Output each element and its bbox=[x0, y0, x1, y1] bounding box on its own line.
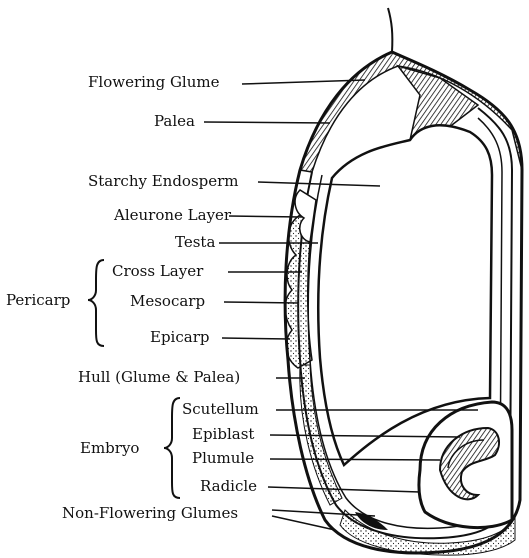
group-label-pericarp: Pericarp bbox=[6, 293, 70, 308]
label-aleurone-layer: Aleurone Layer bbox=[114, 208, 231, 223]
label-hull: Hull (Glume & Palea) bbox=[78, 370, 240, 385]
label-palea: Palea bbox=[154, 114, 195, 129]
label-mesocarp: Mesocarp bbox=[130, 294, 205, 309]
label-starchy-endosperm: Starchy Endosperm bbox=[88, 174, 239, 189]
label-non-flowering-glumes: Non-Flowering Glumes bbox=[62, 506, 238, 521]
label-testa: Testa bbox=[175, 235, 215, 250]
leader-aleurone bbox=[229, 216, 302, 217]
label-scutellum: Scutellum bbox=[182, 402, 259, 417]
awn bbox=[388, 8, 392, 52]
label-radicle: Radicle bbox=[200, 479, 257, 494]
leader-mesocarp bbox=[224, 302, 298, 303]
label-plumule: Plumule bbox=[192, 451, 254, 466]
label-cross-layer: Cross Layer bbox=[112, 264, 203, 279]
label-epiblast: Epiblast bbox=[192, 427, 254, 442]
label-flowering-glume: Flowering Glume bbox=[88, 75, 220, 90]
label-epicarp: Epicarp bbox=[150, 330, 209, 345]
leader-palea bbox=[204, 122, 330, 123]
pericarp-brace bbox=[88, 260, 104, 346]
group-label-embryo: Embryo bbox=[80, 441, 139, 456]
embryo-brace bbox=[164, 398, 180, 498]
leader-epicarp bbox=[222, 338, 290, 339]
leader-plumule bbox=[270, 459, 440, 460]
